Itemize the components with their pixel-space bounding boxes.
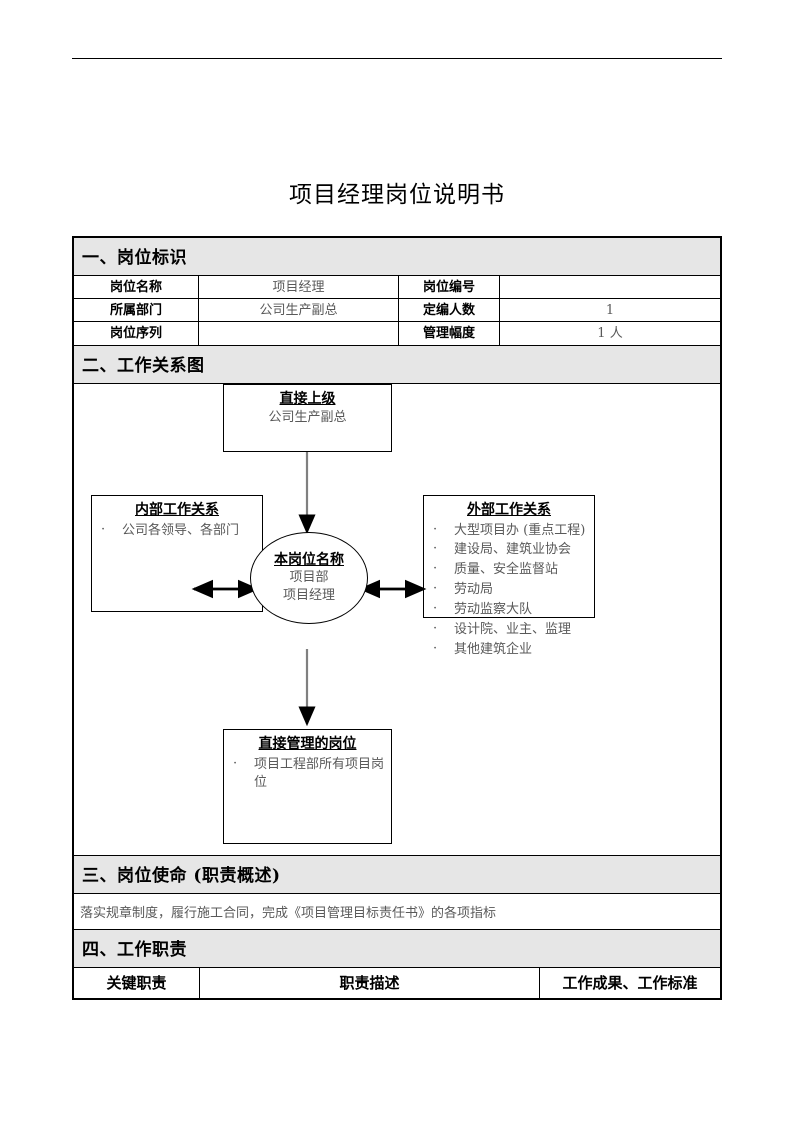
field-value-headcount: 1: [500, 299, 720, 322]
list-item: · 劳动局: [424, 581, 594, 600]
node-direct-subordinates: 直接管理的岗位 · 项目工程部所有项目岗位: [223, 729, 392, 844]
list-item-label: 大型项目办 (重点工程): [454, 522, 586, 538]
list-item: · 项目工程部所有项目岗位: [224, 756, 391, 794]
field-value-job-code: [500, 276, 720, 299]
list-item: · 质量、安全监督站: [424, 561, 594, 580]
node-sub-direct-supervisor: 公司生产副总: [268, 409, 347, 425]
bullet-icon: ·: [433, 541, 438, 557]
work-relations-diagram: 直接上级 公司生产副总 内部工作关系 · 公司各领导、各部门 本岗位名称 项目部 …: [74, 384, 720, 856]
duties-table-header: 关键职责 职责描述 工作成果、工作标准: [74, 968, 720, 998]
field-value-job-series: [199, 322, 399, 345]
bullet-icon: ·: [433, 521, 438, 537]
field-label-job-series: 岗位序列: [74, 322, 199, 345]
list-item: · 大型项目办 (重点工程): [424, 522, 594, 541]
node-title-direct-supervisor: 直接上级: [279, 391, 336, 407]
node-title-self-position: 本岗位名称: [274, 551, 344, 568]
job-description-table: 一、岗位标识 岗位名称 项目经理 岗位编号 所属部门 公司生产副总 定编人数 1…: [72, 236, 722, 1000]
list-item: · 其他建筑企业: [424, 641, 594, 660]
section-heading-identification: 一、岗位标识: [74, 238, 720, 276]
diagram-connectors: [191, 452, 427, 727]
subordinates-list: · 项目工程部所有项目岗位: [224, 756, 391, 794]
bullet-icon: ·: [233, 755, 238, 771]
bullet-icon: ·: [433, 600, 438, 616]
column-header-duty-description: 职责描述: [200, 968, 540, 998]
field-value-department: 公司生产副总: [199, 299, 399, 322]
field-label-department: 所属部门: [74, 299, 199, 322]
list-item: · 劳动监察大队: [424, 601, 594, 620]
field-value-span-of-control: 1 人: [597, 326, 623, 341]
section-heading-duties: 四、工作职责: [74, 930, 720, 968]
list-item-label: 建设局、建筑业协会: [454, 542, 572, 558]
section-heading-work-relations: 二、工作关系图: [74, 346, 720, 384]
field-label-job-code: 岗位编号: [399, 276, 500, 299]
node-title-internal-relations: 内部工作关系: [135, 502, 219, 518]
mission-statement: 落实规章制度，履行施工合同，完成《项目管理目标责任书》的各项指标: [74, 894, 720, 930]
list-item-label: 项目工程部所有项目岗位: [254, 756, 385, 791]
list-item-label: 其他建筑企业: [454, 641, 533, 657]
list-item-label: 劳动局: [454, 582, 494, 598]
list-item-label: 设计院、业主、监理: [454, 621, 572, 637]
list-item-label: 公司各领导、各部门: [122, 522, 240, 538]
list-item: · 建设局、建筑业协会: [424, 541, 594, 560]
node-external-relations: 外部工作关系 · 大型项目办 (重点工程) · 建设局、建筑业协会 · 质量、安全监督…: [423, 495, 595, 657]
column-header-key-duty: 关键职责: [74, 968, 200, 998]
list-item-label: 劳动监察大队: [454, 601, 533, 617]
internal-relations-list: · 公司各领导、各部门: [92, 522, 262, 541]
list-item-label: 质量、安全监督站: [454, 562, 559, 578]
bullet-icon: ·: [433, 620, 438, 636]
identification-grid: 岗位名称 项目经理 岗位编号 所属部门 公司生产副总 定编人数 1 岗位序列 管…: [74, 276, 720, 346]
node-self-position: 本岗位名称 项目部 项目经理: [250, 532, 368, 624]
bullet-icon: ·: [433, 581, 438, 597]
page-title: 项目经理岗位说明书: [289, 182, 505, 208]
node-internal-relations: 内部工作关系 · 公司各领导、各部门: [91, 495, 263, 612]
external-relations-list: ·大型项目办 (重点工程) ·建设局、建筑业协会 ·质量、安全监督站 ·劳动局 …: [424, 522, 594, 660]
list-item: · 设计院、业主、监理: [424, 621, 594, 640]
bullet-icon: ·: [101, 521, 106, 537]
node-sub-self-department: 项目部: [289, 570, 329, 586]
field-label-job-name: 岗位名称: [74, 276, 199, 299]
bullet-icon: ·: [433, 640, 438, 656]
column-header-output-standard: 工作成果、工作标准: [562, 974, 698, 992]
field-label-span-of-control: 管理幅度: [399, 322, 500, 345]
bullet-icon: ·: [433, 561, 438, 577]
node-title-external-relations: 外部工作关系: [467, 502, 551, 518]
list-item: · 公司各领导、各部门: [92, 522, 262, 541]
field-value-job-name: 项目经理: [199, 276, 399, 299]
section-heading-mission: 三、岗位使命 (职责概述): [74, 856, 720, 894]
node-sub-self-role: 项目经理: [282, 587, 335, 603]
field-label-headcount: 定编人数: [399, 299, 500, 322]
node-direct-supervisor: 直接上级 公司生产副总: [223, 384, 392, 452]
node-title-direct-subordinates: 直接管理的岗位: [258, 736, 357, 752]
header-rule: [72, 58, 722, 59]
